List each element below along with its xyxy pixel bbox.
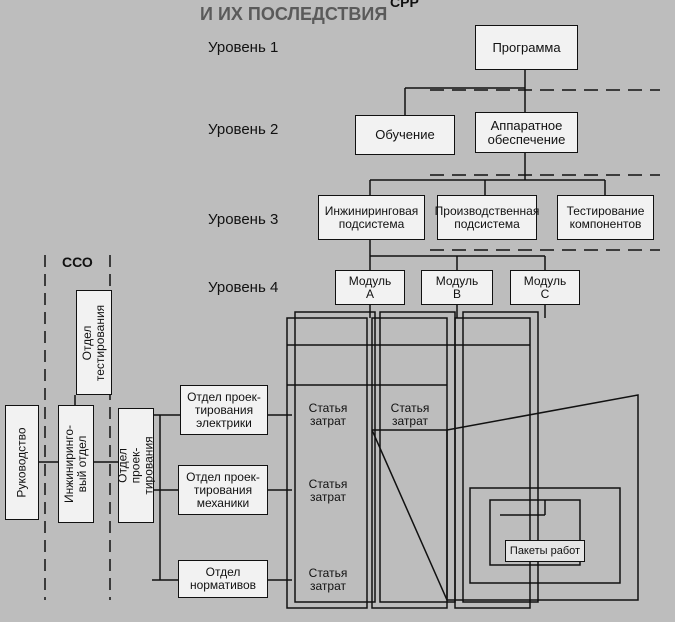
srp-label: СРР xyxy=(390,0,419,10)
program-box: Программа xyxy=(475,25,578,70)
engineering-dept-box: Инжиниринго- вый отдел xyxy=(58,405,94,523)
cost-item-electrical: Статья затрат xyxy=(308,401,348,428)
production-subsystem-box: Производственная подсистема xyxy=(435,195,539,240)
cost-item-mechanical: Статья затрат xyxy=(308,477,348,504)
engineering-dept-label: Инжиниринго- вый отдел xyxy=(62,424,90,504)
component-testing-box: Тестирование компонентов xyxy=(557,195,654,240)
cost-item-standards: Статья затрат xyxy=(308,566,348,593)
work-packages-box: Пакеты работ xyxy=(505,540,585,562)
mechanical-design-box: Отдел проек- тирования механики xyxy=(178,465,268,515)
standards-dept-box: Отдел нормативов xyxy=(178,560,268,598)
engineering-subsystem-box: Инжиниринговая подсистема xyxy=(318,195,425,240)
module-a-box: Модуль А xyxy=(335,270,405,305)
level-3-label: Уровень 3 xyxy=(208,211,279,228)
design-dept-box: Отдел проек- тирования xyxy=(115,408,156,523)
cost-item-electrical-b: Статья затрат xyxy=(390,401,430,428)
management-box: Руководство xyxy=(5,405,39,520)
module-c-box: Модуль С xyxy=(510,270,580,305)
electrical-design-box: Отдел проек- тирования электрики xyxy=(180,385,268,435)
training-box: Обучение xyxy=(355,115,455,155)
management-label: Руководство xyxy=(14,427,29,498)
design-dept-label: Отдел проек- тирования xyxy=(115,436,156,495)
testing-dept-box: Отдел тестирования xyxy=(76,290,112,395)
module-b-box: Модуль В xyxy=(421,270,493,305)
level-1-label: Уровень 1 xyxy=(208,39,279,56)
hardware-box: Аппаратное обеспечение xyxy=(475,112,578,153)
level-4-label: Уровень 4 xyxy=(208,279,279,296)
testing-dept-label: Отдел тестирования xyxy=(80,304,108,381)
sso-label: ССО xyxy=(62,254,93,270)
page-header-title: И ИХ ПОСЛЕДСТВИЯ xyxy=(200,4,388,24)
level-2-label: Уровень 2 xyxy=(208,121,279,138)
